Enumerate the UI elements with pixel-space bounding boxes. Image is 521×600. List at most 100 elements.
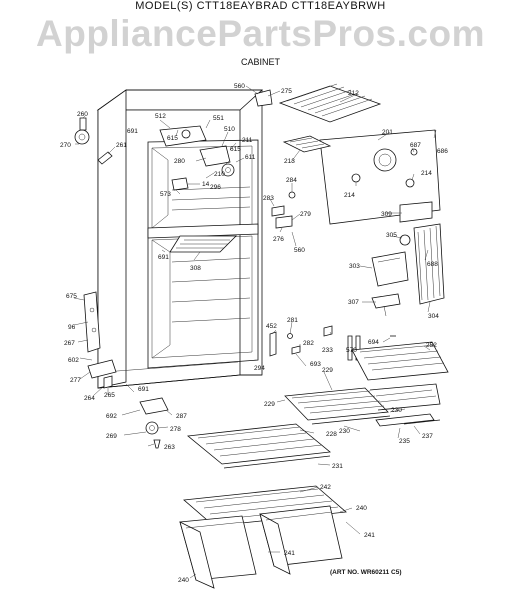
label-305: 305	[386, 232, 397, 239]
label-693: 693	[310, 361, 321, 368]
label-283: 283	[263, 195, 274, 202]
part-283	[271, 205, 285, 217]
label-210: 210	[214, 171, 225, 178]
shelf-trim-231	[223, 455, 331, 469]
label-231: 231	[332, 463, 343, 470]
label-252: 252	[426, 342, 437, 349]
label-675: 675	[66, 293, 77, 300]
label-214: 214	[421, 170, 432, 177]
label-14: 14	[202, 181, 210, 188]
cabinet-body	[96, 89, 264, 389]
label-263: 263	[164, 444, 175, 451]
label-691: 691	[138, 386, 149, 393]
label-570: 570	[346, 347, 357, 354]
label-304: 304	[428, 313, 439, 320]
label-687: 687	[410, 142, 421, 149]
label-267: 267	[64, 340, 75, 347]
shelf-229	[284, 387, 389, 421]
control-mechanism	[159, 125, 235, 177]
label-261: 261	[116, 142, 127, 149]
glass-shelf-235	[375, 413, 435, 427]
part-279	[275, 215, 293, 229]
ice-tray	[282, 135, 332, 153]
shelf-228	[187, 423, 331, 465]
side-bracket	[83, 291, 101, 353]
part-452	[269, 331, 277, 357]
label-686: 686	[437, 148, 448, 155]
model-header: MODEL(S) CTT18EAYBRAD CTT18EAYBRWH	[135, 0, 386, 12]
part-233	[323, 325, 333, 337]
art-number: (ART NO. WR60211 C5)	[330, 569, 402, 576]
label-282: 282	[303, 340, 314, 347]
hinge-bracket-287	[139, 397, 169, 415]
air-duct-plate	[399, 201, 433, 223]
label-560: 560	[294, 247, 305, 254]
label-230: 230	[391, 407, 402, 414]
part-281	[287, 333, 293, 339]
damper-housing	[371, 251, 409, 287]
part-282	[291, 345, 301, 355]
label-279: 279	[300, 211, 311, 218]
screw-263	[153, 439, 161, 449]
label-260: 260	[77, 111, 88, 118]
label-602: 602	[68, 357, 79, 364]
label-560: 560	[234, 83, 245, 90]
handle-pin	[97, 151, 113, 165]
bracket-296	[171, 177, 189, 191]
label-510: 510	[224, 126, 235, 133]
shelf-rail-230b	[369, 383, 441, 411]
label-96: 96	[68, 324, 76, 331]
callout-labels: 560 275 212 260 512 551 691 615 510 270 …	[60, 83, 448, 584]
label-512: 512	[155, 113, 166, 120]
label-308: 308	[190, 265, 201, 272]
label-691: 691	[158, 254, 169, 261]
label-211: 211	[242, 137, 253, 144]
evaporator-cover	[319, 129, 441, 225]
label-214: 214	[344, 192, 355, 199]
part-284	[288, 191, 296, 199]
label-551: 551	[213, 115, 224, 122]
label-296: 296	[210, 184, 221, 191]
label-284: 284	[286, 177, 297, 184]
thermostat-knob	[399, 234, 411, 246]
label-573: 573	[160, 191, 171, 198]
label-688: 688	[427, 261, 438, 268]
shelf-252	[351, 341, 449, 381]
label-241: 241	[284, 550, 295, 557]
air-duct	[413, 223, 445, 305]
label-691: 691	[127, 128, 138, 135]
label-280: 280	[174, 158, 185, 165]
crisper-drawer-left	[179, 515, 257, 589]
label-270: 270	[60, 142, 71, 149]
label-240: 240	[356, 505, 367, 512]
label-309: 309	[381, 211, 392, 218]
roller-265	[103, 375, 113, 389]
shelf-rail-230a	[311, 415, 391, 425]
top-hinge	[74, 117, 90, 145]
label-276: 276	[273, 236, 284, 243]
label-229: 229	[322, 367, 333, 374]
label-278: 278	[170, 426, 181, 433]
label-303: 303	[349, 263, 360, 270]
label-615: 615	[230, 146, 241, 153]
label-294: 294	[254, 365, 265, 372]
washer-278	[145, 421, 159, 435]
label-242: 242	[320, 484, 331, 491]
label-281: 281	[287, 317, 298, 324]
label-201: 201	[382, 129, 393, 136]
label-241: 241	[364, 532, 375, 539]
label-277: 277	[70, 377, 81, 384]
label-269: 269	[106, 433, 117, 440]
label-237: 237	[422, 433, 433, 440]
label-611: 611	[245, 154, 256, 161]
label-264: 264	[84, 395, 95, 402]
site-watermark: AppliancePartsPros.com	[36, 13, 485, 54]
label-694: 694	[368, 339, 379, 346]
label-240: 240	[178, 577, 189, 584]
diagram-subtitle: CABINET	[240, 57, 280, 67]
label-213: 213	[284, 158, 295, 165]
label-275: 275	[281, 88, 292, 95]
label-228: 228	[326, 431, 337, 438]
label-307: 307	[348, 299, 359, 306]
